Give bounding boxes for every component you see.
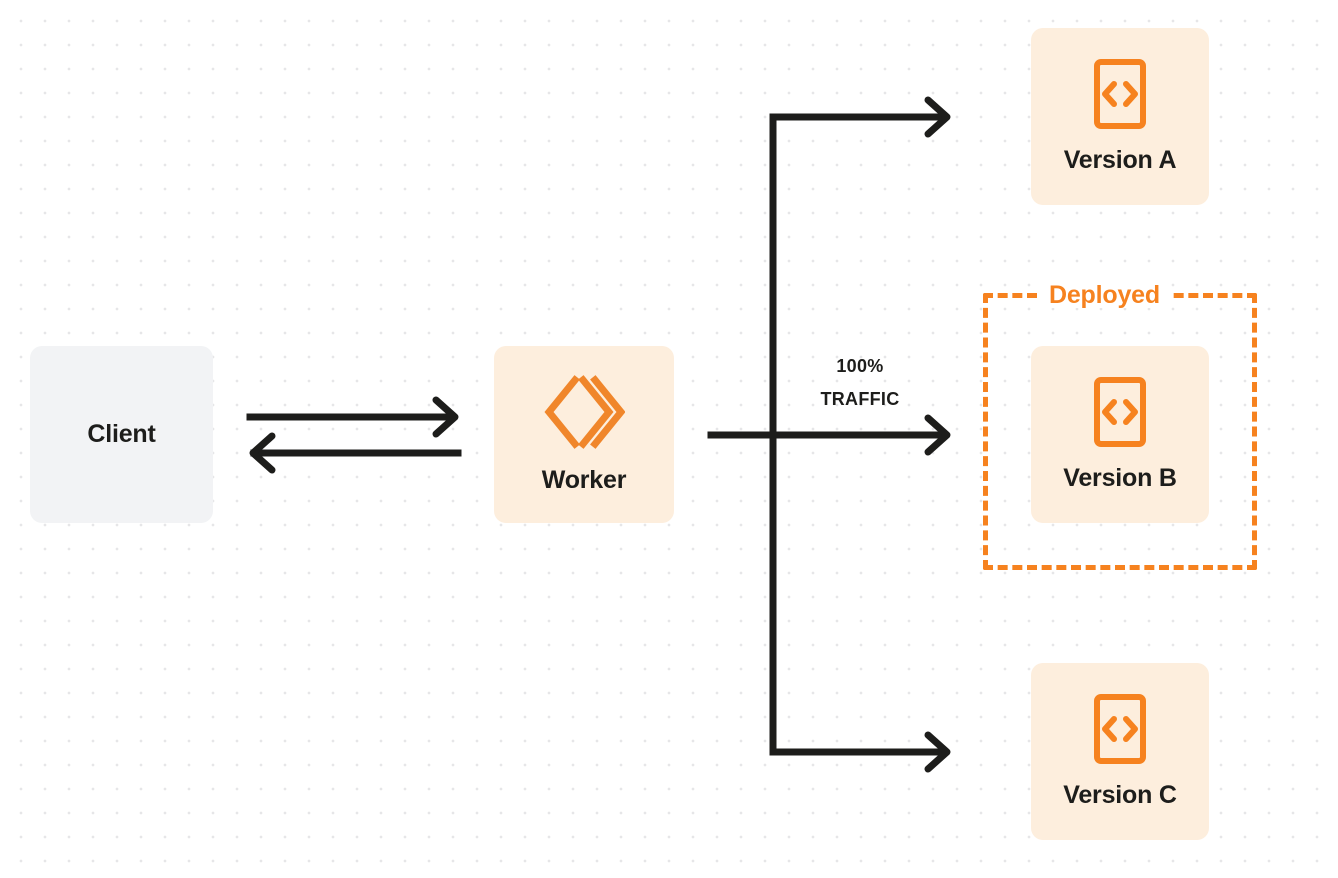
node-worker[interactable]: Worker — [494, 346, 674, 523]
code-file-icon — [1092, 58, 1148, 130]
cloudflare-workers-logo-icon — [543, 374, 625, 450]
edge-worker-to-client — [249, 432, 462, 474]
node-client[interactable]: Client — [30, 346, 213, 523]
traffic-word: TRAFFIC — [820, 389, 900, 409]
node-version-a-label: Version A — [1063, 146, 1177, 174]
node-version-c-label: Version C — [1063, 781, 1177, 809]
traffic-label: 100% TRAFFIC — [790, 350, 930, 416]
code-file-icon — [1092, 693, 1148, 765]
node-version-a[interactable]: Version A — [1031, 28, 1209, 205]
node-client-label: Client — [87, 420, 156, 448]
traffic-percent: 100% — [836, 356, 884, 376]
edge-client-to-worker — [246, 396, 459, 438]
deployed-label: Deployed — [1039, 282, 1170, 308]
code-file-icon — [1092, 376, 1148, 448]
node-version-c[interactable]: Version C — [1031, 663, 1209, 840]
node-version-b[interactable]: Version B — [1031, 346, 1209, 523]
edge-worker-to-version-a — [769, 96, 951, 138]
edge-worker-to-version-b — [707, 414, 951, 456]
node-version-b-label: Version B — [1063, 464, 1177, 492]
node-worker-label: Worker — [541, 466, 627, 494]
edge-worker-to-version-c — [769, 731, 951, 773]
